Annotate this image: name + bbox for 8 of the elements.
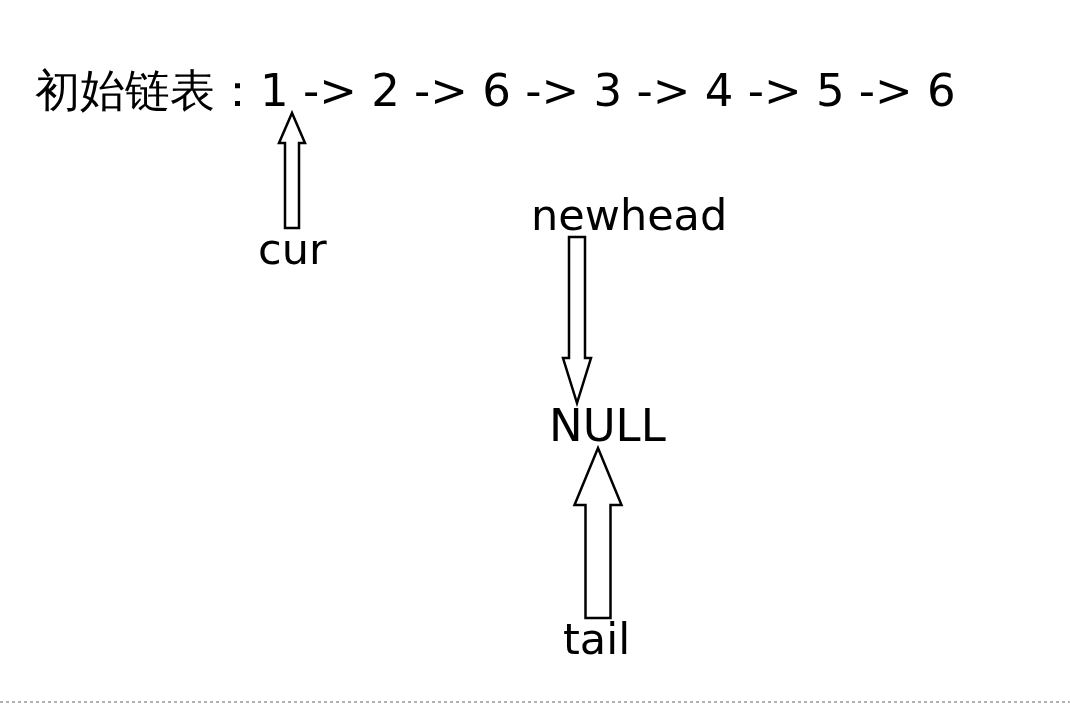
block-arrow [572, 444, 624, 620]
pointer-label: cur [258, 228, 327, 271]
pointer-label: newhead [531, 194, 728, 237]
block-arrow [561, 235, 593, 408]
block-arrow [277, 109, 307, 230]
list-text: 初始链表：1 -> 2 -> 6 -> 3 -> 4 -> 5 -> 6 [35, 68, 956, 113]
pointer-label: tail [563, 618, 631, 661]
null-label: NULL [549, 403, 666, 448]
